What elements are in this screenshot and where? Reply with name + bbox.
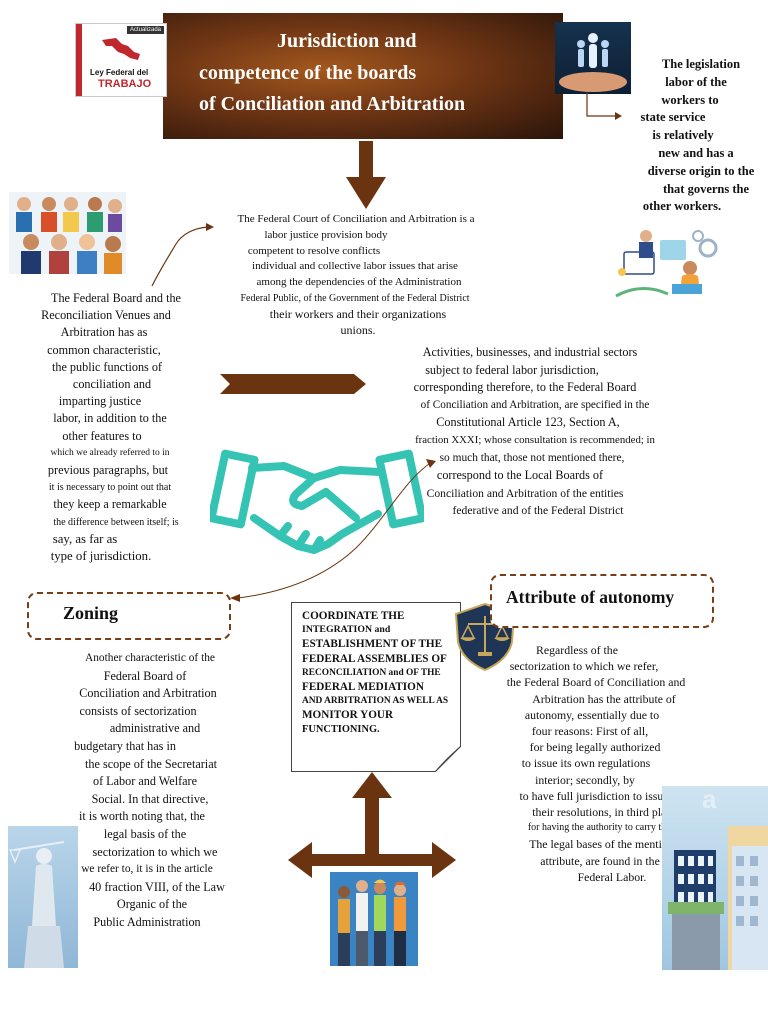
logo-red-bar <box>76 24 82 96</box>
right-mid-text: Activities, businesses, and industrial s… <box>413 345 655 518</box>
lady-justice-statue <box>8 826 78 968</box>
note-fold <box>435 746 461 772</box>
zoning-box: Zoning <box>27 592 231 640</box>
title-line-2: competence of the boards <box>199 62 417 84</box>
note-text: COORDINATE THE INTEGRATION and ESTABLISH… <box>302 610 449 735</box>
down-arrow <box>346 141 386 209</box>
ley-federal-logo: Actualizada Ley Federal del TRABAJO <box>75 23 167 97</box>
right-connector-arrow <box>586 92 622 120</box>
left-block-text: The Federal Board and the Reconciliation… <box>41 291 181 564</box>
right-top-text: The legislation labor of the workers to … <box>640 57 755 214</box>
hands-people-icon <box>555 22 631 94</box>
city-buildings-illustration: a <box>662 786 768 970</box>
center-top-text: The Federal Court of Conciliation and Ar… <box>237 213 475 337</box>
logo-badge: Actualizada <box>126 26 164 34</box>
zoning-heading: Zoning <box>63 603 119 623</box>
workers-group-illustration <box>330 872 418 966</box>
autonomy-box: Attribute of autonomy <box>490 574 714 628</box>
logo-line-1: Ley Federal del <box>90 68 149 77</box>
right-pointing-bar <box>220 374 366 394</box>
curved-connector-zoning <box>230 459 436 602</box>
autonomy-text: Regardless of the sectorization to which… <box>506 643 697 884</box>
logo-line-2: TRABAJO <box>98 78 152 90</box>
title-line-1: Jurisdiction and <box>277 30 417 52</box>
handshake-icon <box>210 449 424 554</box>
functions-note: COORDINATE THE INTEGRATION and ESTABLISH… <box>291 602 461 772</box>
curved-connector-top <box>151 223 214 287</box>
people-illustration <box>9 192 126 274</box>
mexico-map-icon <box>102 38 140 60</box>
four-way-arrow <box>288 772 456 878</box>
autonomy-heading: Attribute of autonomy <box>506 587 675 607</box>
office-workers-illustration <box>612 222 724 300</box>
zoning-text: Another characteristic of the Federal Bo… <box>74 652 225 929</box>
title-banner <box>163 13 563 139</box>
svg-text:a: a <box>702 786 717 814</box>
title-line-3: of Conciliation and Arbitration <box>199 93 466 115</box>
